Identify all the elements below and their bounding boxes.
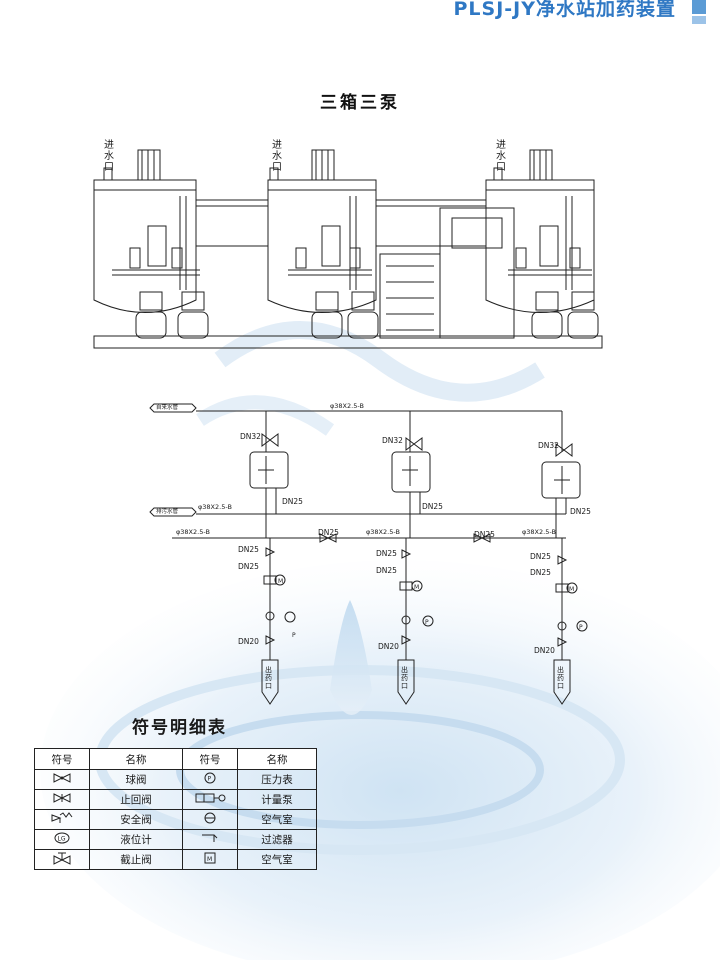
dn25-label: DN25 [570, 507, 591, 516]
legend-name: 液位计 [89, 829, 183, 850]
inlet-label: 进水口 [272, 140, 282, 173]
legend-header-row: 符号 名称 符号 名称 [34, 748, 317, 770]
dn25-label: DN25 [530, 568, 551, 577]
pipe-spec-label: φ38X2.5-B [330, 402, 364, 410]
dn32-label: DN32 [240, 432, 261, 441]
dn25-label: DN25 [282, 497, 303, 506]
legend-header: 符号 [182, 748, 238, 770]
dn25-label: DN25 [376, 566, 397, 575]
outlet-label: 出药口 [557, 666, 564, 690]
table-row: 截止阀 M 空气室 [34, 849, 317, 870]
header-title: PLSJ-JY净水站加药装置 [453, 0, 676, 20]
dn32-label: DN32 [382, 436, 403, 445]
dn20-label: DN20 [378, 642, 399, 651]
legend-table: 符号 名称 符号 名称 球阀 P 压力表 止回阀 计量泵 安全阀 空气室 LG … [34, 748, 317, 870]
table-row: 安全阀 空气室 [34, 809, 317, 830]
svg-text:M: M [207, 856, 212, 863]
dn25-label: DN25 [238, 545, 259, 554]
legend-name: 过滤器 [237, 829, 317, 850]
dn25-label: DN25 [376, 549, 397, 558]
dn20-label: DN20 [238, 637, 259, 646]
level-gauge-icon: LG [34, 829, 90, 850]
pipe-spec-label: φ38X2.5-B [522, 528, 556, 536]
dn25-label: DN25 [530, 552, 551, 561]
dn32-label: DN32 [538, 441, 559, 450]
pipe-spec-label: φ38X2.5-B [198, 503, 232, 511]
inlet-label: 进水口 [104, 140, 114, 173]
pressure-gauge-icon: P [182, 769, 238, 790]
table-row: 球阀 P 压力表 [34, 769, 317, 790]
table-row: 止回阀 计量泵 [34, 789, 317, 810]
legend-name: 安全阀 [89, 809, 183, 830]
dn25-label: DN25 [422, 502, 443, 511]
legend-name: 空气室 [237, 849, 317, 870]
air-chamber-box-icon: M [182, 849, 238, 870]
inlet-label: 进水口 [496, 140, 506, 173]
legend-header: 名称 [89, 748, 183, 770]
header-decoration [692, 16, 706, 24]
water-pipe-label: 自来水管 [156, 405, 179, 411]
svg-text:LG: LG [58, 836, 66, 843]
drain-pipe-label: 排污水管 [156, 509, 179, 515]
outlet-label: 出药口 [265, 666, 272, 690]
metering-pump-icon [182, 789, 238, 810]
svg-text:P: P [208, 776, 212, 783]
safety-valve-icon [34, 809, 90, 830]
legend-header: 名称 [237, 748, 317, 770]
legend-name: 截止阀 [89, 849, 183, 870]
legend-name: 空气室 [237, 809, 317, 830]
legend-title: 符号明细表 [132, 718, 227, 738]
dn25-label: DN25 [474, 530, 495, 539]
pipe-spec-label: φ38X2.5-B [176, 528, 210, 536]
check-valve-icon [34, 789, 90, 810]
legend-name: 止回阀 [89, 789, 183, 810]
ball-valve-icon [34, 769, 90, 790]
dn20-label: DN20 [534, 646, 555, 655]
air-chamber-icon [182, 809, 238, 830]
pipe-spec-label: φ38X2.5-B [366, 528, 400, 536]
filter-icon [182, 829, 238, 850]
page-title: 三箱三泵 [320, 93, 400, 113]
table-row: LG 液位计 过滤器 [34, 829, 317, 850]
dn25-label: DN25 [238, 562, 259, 571]
dn25-label: DN25 [318, 528, 339, 537]
legend-name: 球阀 [89, 769, 183, 790]
stop-valve-icon [34, 849, 90, 870]
header-decoration [692, 0, 706, 14]
legend-header: 符号 [34, 748, 90, 770]
legend-name: 压力表 [237, 769, 317, 790]
legend-name: 计量泵 [237, 789, 317, 810]
outlet-label: 出药口 [401, 666, 408, 690]
